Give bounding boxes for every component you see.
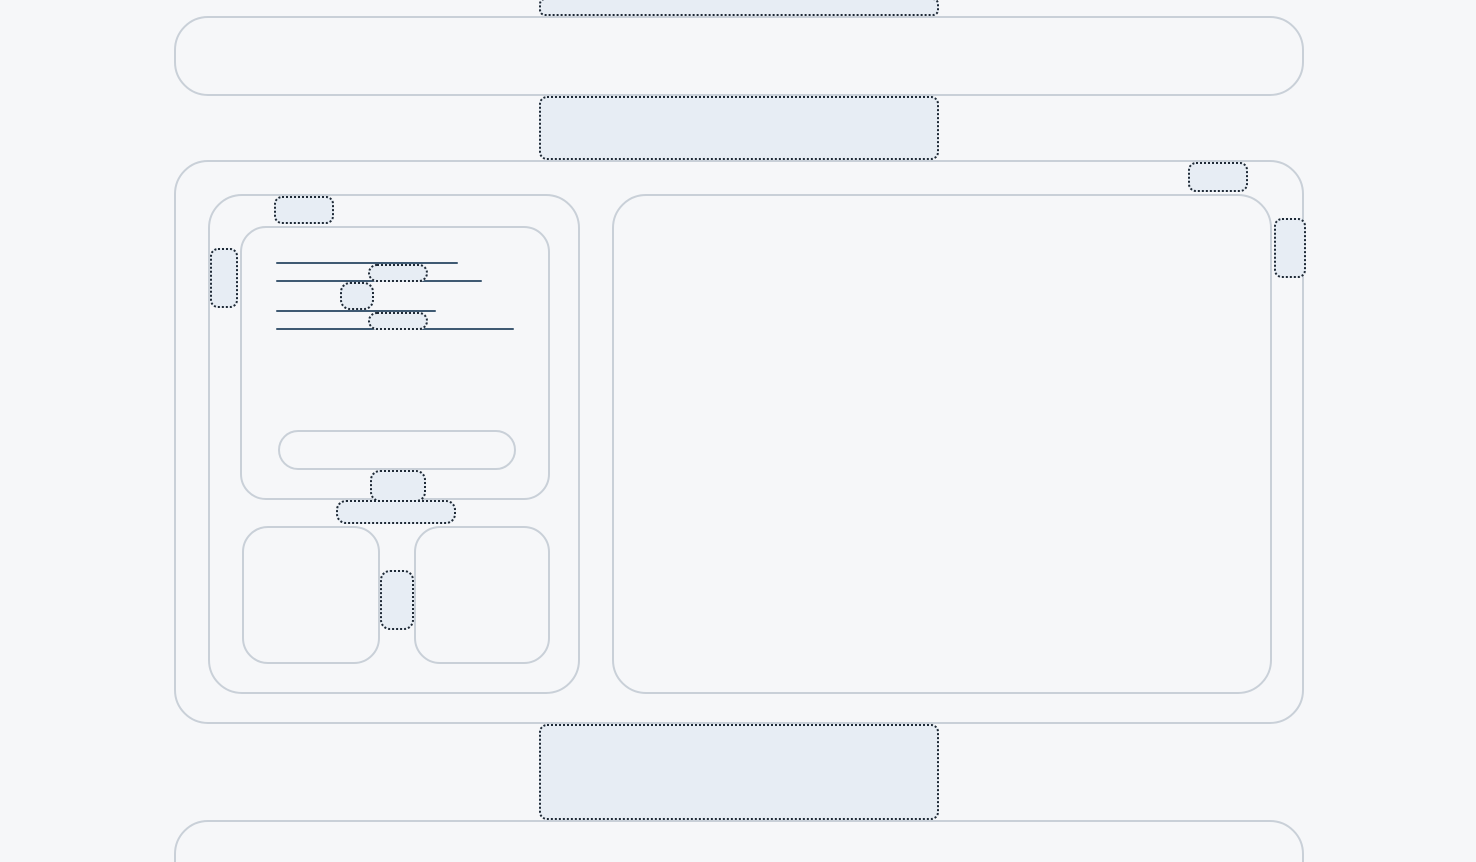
main-top-right-slot[interactable]: [1188, 162, 1248, 192]
left-small-cards-connector[interactable]: [380, 570, 414, 630]
content-line-1: [276, 262, 458, 264]
content-bottom-chip[interactable]: [370, 470, 426, 502]
content-chip-2[interactable]: [340, 282, 374, 310]
main-container: [174, 160, 1306, 724]
header-drop-slot[interactable]: [539, 96, 939, 160]
header-container: [174, 16, 1304, 96]
lower-drop-slot[interactable]: [539, 724, 939, 820]
top-drop-slot[interactable]: [539, 0, 939, 16]
right-panel: [612, 194, 1272, 694]
left-content-card: [240, 226, 550, 502]
main-right-side-slot[interactable]: [1274, 218, 1306, 278]
left-card-tab[interactable]: [274, 196, 334, 224]
content-chip-1[interactable]: [368, 264, 428, 282]
left-card-side-slot[interactable]: [210, 248, 238, 308]
content-chip-3[interactable]: [368, 312, 428, 330]
left-small-card-1: [242, 526, 380, 664]
footer-container: [174, 820, 1304, 862]
content-line-3: [276, 310, 436, 312]
left-card: [208, 194, 580, 694]
left-small-card-2: [414, 526, 550, 664]
content-input-pill[interactable]: [278, 430, 516, 470]
left-card-under-chip[interactable]: [336, 500, 456, 524]
